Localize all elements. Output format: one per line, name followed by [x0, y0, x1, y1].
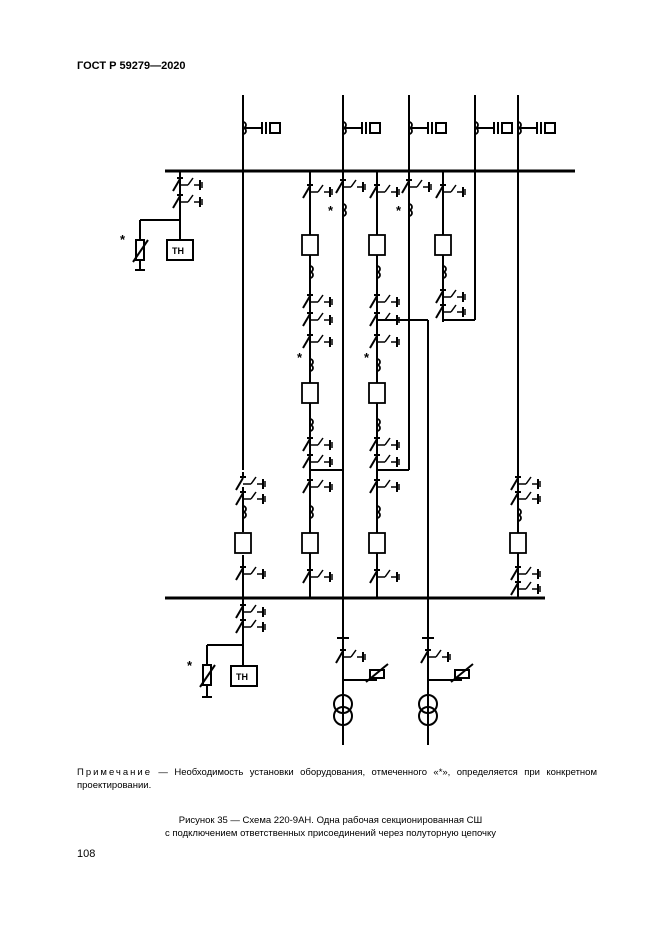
document-header: ГОСТ Р 59279—2020 [77, 60, 186, 72]
note-label: Примечание [77, 767, 152, 778]
incoming-lines [242, 95, 519, 171]
note-text: — Необходимость установки оборудования, … [77, 767, 597, 791]
chain-b-asterisk-2: * [364, 350, 370, 365]
line-couplers [242, 121, 556, 135]
figure-caption-line-1: Рисунок 35 — Схема 220-9АН. Одна рабочая… [178, 815, 483, 826]
lower-vt-label: ТН [236, 672, 248, 682]
transformer-1 [333, 637, 389, 726]
note: Примечание — Необходимость установки обо… [77, 766, 597, 792]
transformer-2 [418, 637, 474, 726]
lower-vt-asterisk: * [187, 658, 193, 673]
page-number: 108 [77, 848, 96, 860]
upper-vt-label: ТН [172, 246, 184, 256]
chain-a-asterisk-1: * [328, 203, 334, 218]
upper-vt-asterisk: * [120, 232, 126, 247]
chain-b-asterisk-1: * [396, 203, 402, 218]
chain-a-asterisk-2: * [297, 350, 303, 365]
lower-vt-box [230, 665, 258, 687]
chain-b [376, 171, 429, 745]
single-line-diagram: ТН * ТН * * * [120, 95, 575, 745]
figure-caption-line-2: с подключением ответственных присоединен… [164, 828, 497, 839]
upper-vt-box [166, 239, 194, 261]
